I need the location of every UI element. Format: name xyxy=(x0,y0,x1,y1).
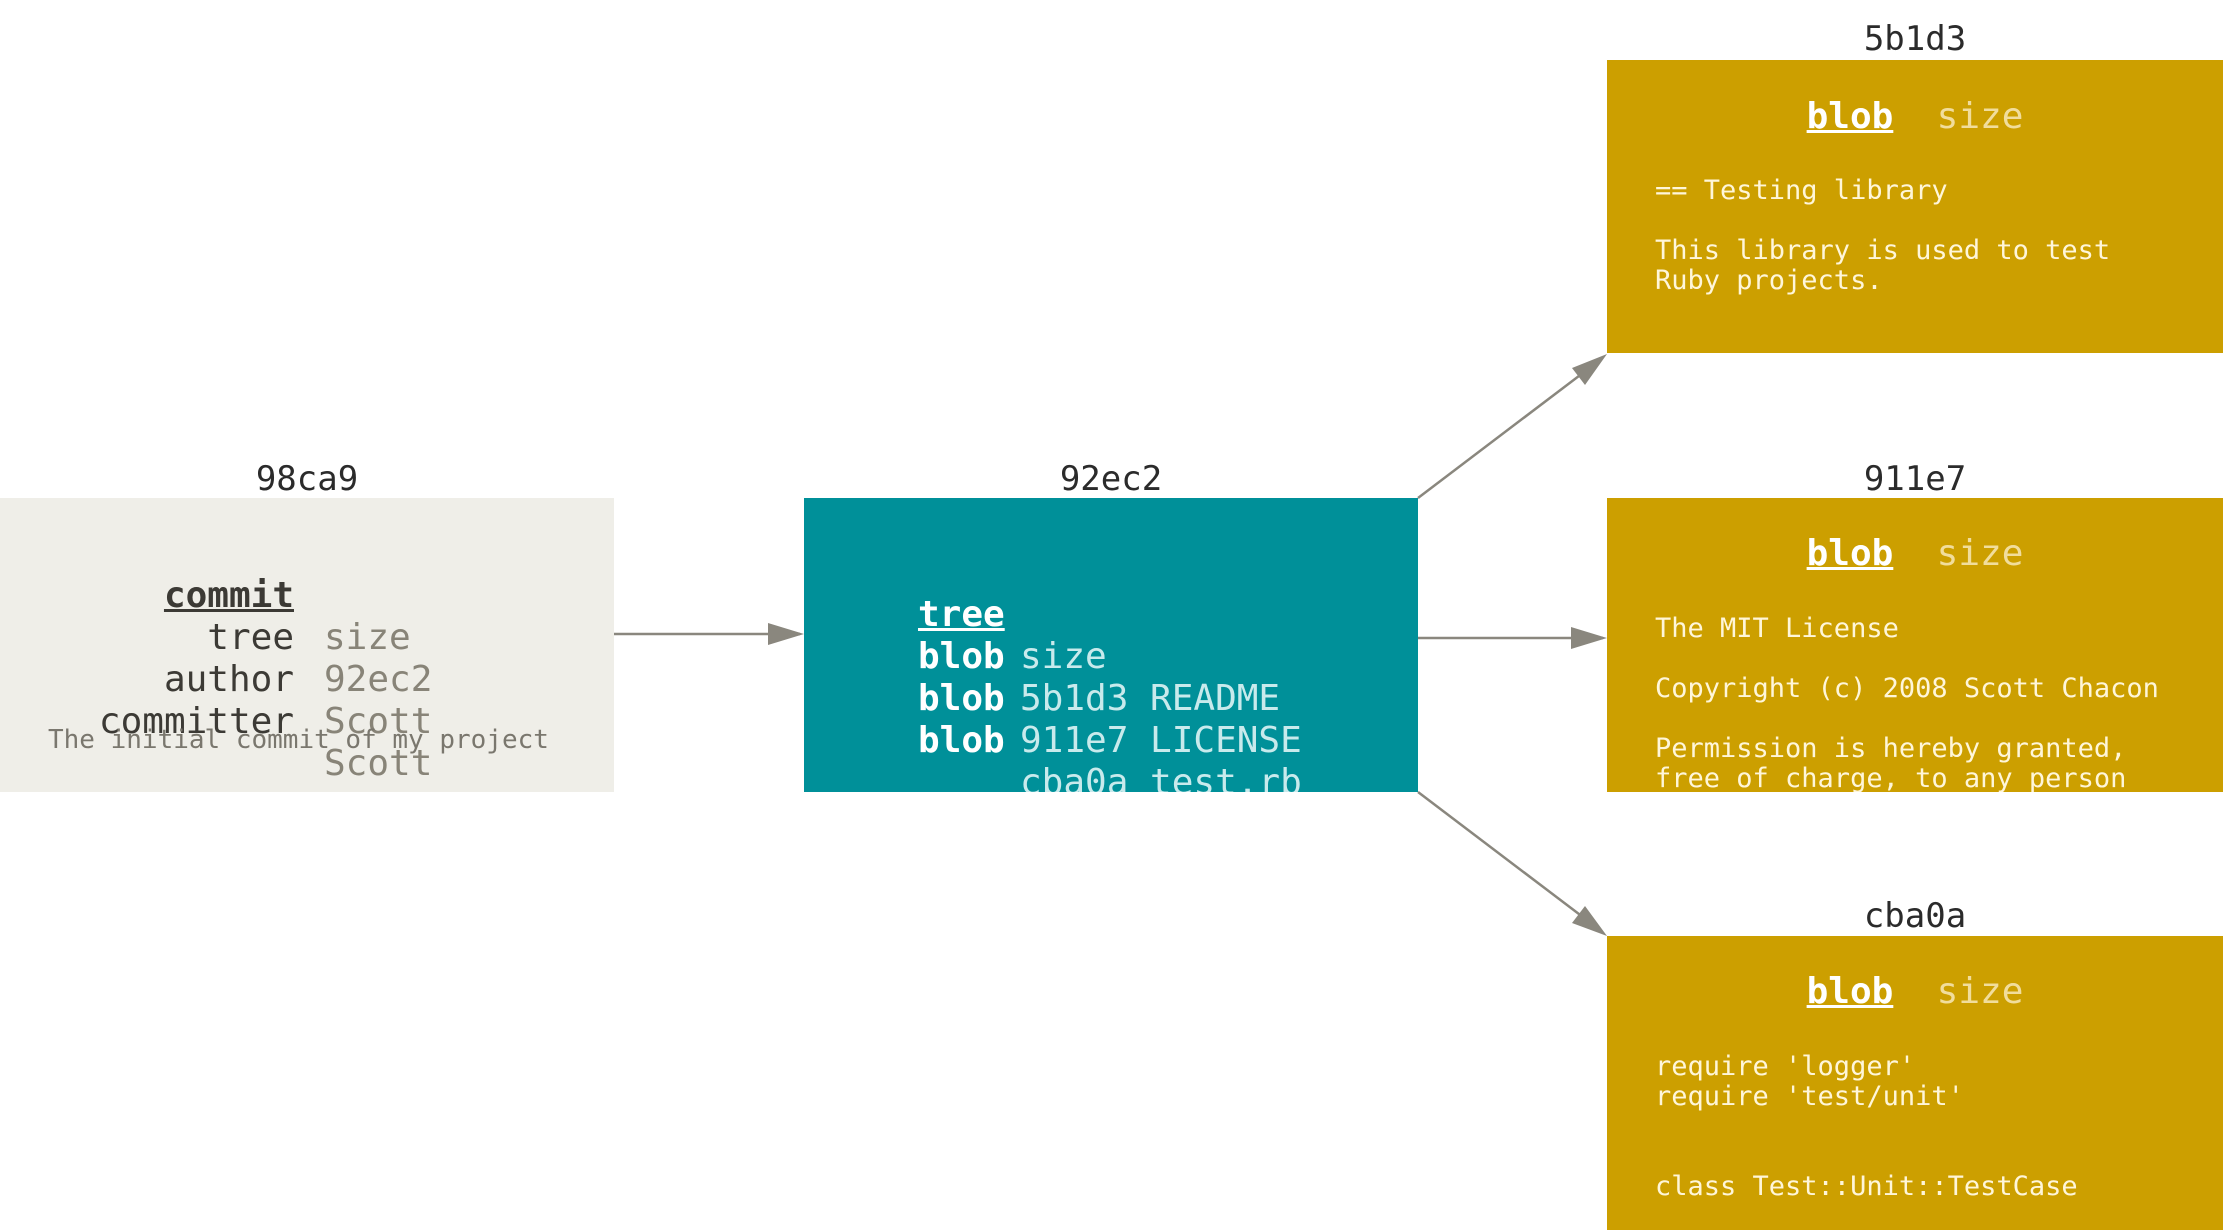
commit-field-row: tree 92ec2 xyxy=(0,575,614,743)
tree-to-blob-arrowhead xyxy=(1571,627,1607,649)
tree-to-blob-arrowhead xyxy=(1572,354,1607,385)
commit-object: commit size tree 92ec2 author Scott comm… xyxy=(0,498,614,792)
blob-content: == Testing library This library is used … xyxy=(1655,175,2111,296)
tree-entry-value: cba0a test.rb xyxy=(1020,762,1302,792)
commit-size: size xyxy=(324,617,411,658)
blob-hash-label: 911e7 xyxy=(1863,459,1967,499)
commit-field-key: committer xyxy=(98,701,294,742)
tree-hash-label: 92ec2 xyxy=(1059,459,1163,499)
commit-field-key: author xyxy=(163,659,294,700)
commit-type: commit xyxy=(163,575,294,616)
tree-entry: blob 5b1d3 README xyxy=(918,594,1280,762)
tree-to-blob-arrow xyxy=(1417,359,1601,499)
commit-field-row: author Scott xyxy=(0,617,614,785)
tree-entry-type: blob xyxy=(918,720,1005,761)
blob-header: blob size xyxy=(1607,971,2223,1013)
tree-header-row: tree size xyxy=(918,552,1107,720)
blob-object: blob size == Testing library This librar… xyxy=(1607,60,2223,353)
commit-to-tree-arrowhead xyxy=(768,623,804,645)
blob-object: blob size The MIT License Copyright (c) … xyxy=(1607,498,2223,792)
tree-to-blob-arrow xyxy=(1417,791,1601,931)
commit-field-key: tree xyxy=(207,617,294,658)
blob-type: blob xyxy=(1806,533,1894,574)
commit-message: The initial commit of my project xyxy=(48,725,549,755)
commit-field-value: 92ec2 xyxy=(324,659,433,700)
commit-field-value: Scott xyxy=(324,743,433,784)
blob-type: blob xyxy=(1806,971,1894,1012)
tree-to-blob-arrowhead xyxy=(1572,906,1607,936)
commit-hash-label: 98ca9 xyxy=(255,459,359,499)
blob-type: blob xyxy=(1806,96,1894,137)
commit-field-value: Scott xyxy=(324,701,433,742)
tree-entry-value: 5b1d3 README xyxy=(1020,678,1281,719)
blob-object: blob size require 'logger' require 'test… xyxy=(1607,936,2223,1230)
blob-content: The MIT License Copyright (c) 2008 Scott… xyxy=(1655,613,2159,793)
tree-type: tree xyxy=(918,594,1005,635)
blob-size: size xyxy=(1936,96,2024,137)
tree-entry-type: blob xyxy=(918,678,1005,719)
blob-header: blob size xyxy=(1607,533,2223,575)
blob-header: blob size xyxy=(1607,96,2223,138)
blob-size: size xyxy=(1936,971,2024,1012)
tree-entry: blob 911e7 LICENSE xyxy=(918,636,1302,792)
tree-object: tree size blob 5b1d3 README blob 911e7 L… xyxy=(804,498,1418,792)
tree-entry-value: 911e7 LICENSE xyxy=(1020,720,1302,761)
commit-field-row: committer Scott xyxy=(0,659,614,792)
blob-content: require 'logger' require 'test/unit' cla… xyxy=(1655,1051,2078,1202)
tree-entry: blob cba0a test.rb xyxy=(918,678,1302,792)
tree-size: size xyxy=(1020,636,1107,677)
blob-hash-label: 5b1d3 xyxy=(1863,19,1967,59)
commit-header-row: commit size xyxy=(0,533,614,701)
blob-size: size xyxy=(1936,533,2024,574)
blob-hash-label: cba0a xyxy=(1863,896,1967,936)
tree-entry-type: blob xyxy=(918,636,1005,677)
